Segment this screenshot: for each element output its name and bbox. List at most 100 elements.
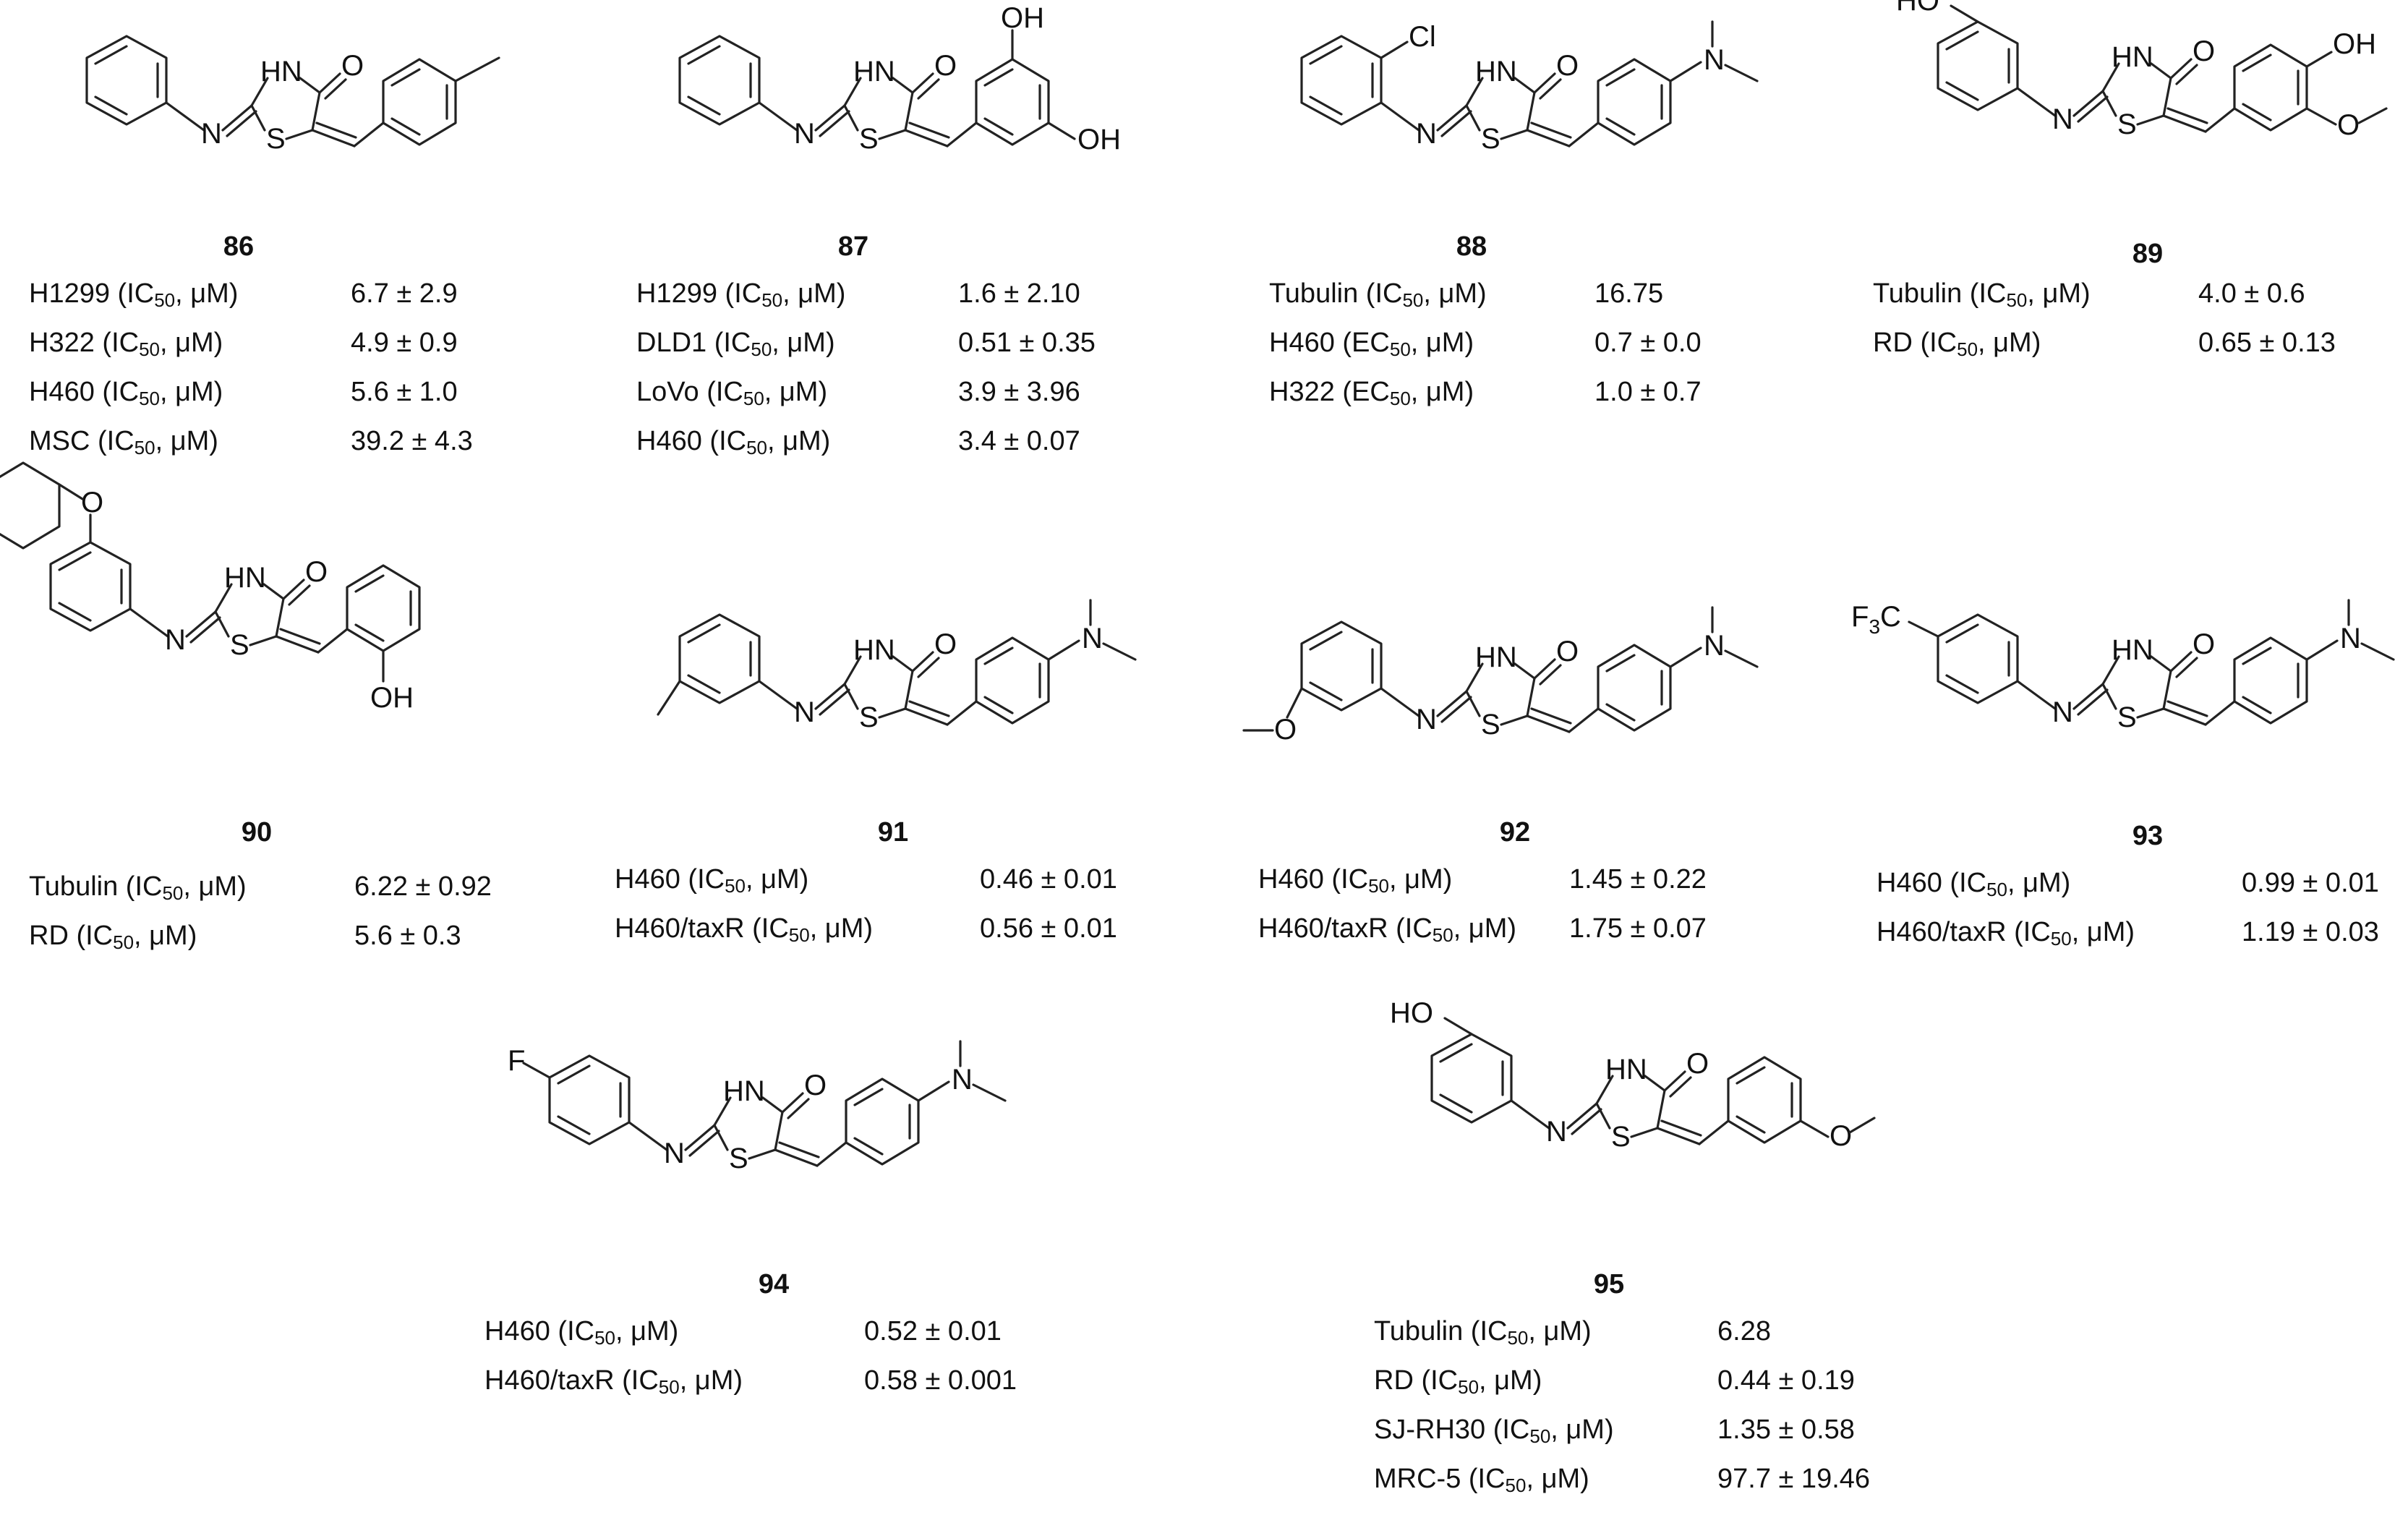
hn-atom: HN (2112, 41, 2153, 73)
metric: IC (1375, 278, 1403, 309)
unit: , μM) (1388, 864, 1453, 895)
metric: IC (734, 278, 762, 309)
hydroxy-atom-left: HO (1390, 997, 1433, 1029)
structure-svg: HN O S N NO (1242, 606, 1759, 746)
unit: , μM) (1526, 1464, 1589, 1494)
activity-value: 4.0 ± 0.6 (2198, 278, 2305, 309)
activity-value: 6.7 ± 2.9 (351, 278, 458, 309)
metric-subscript: 50 (1507, 1327, 1529, 1349)
aniline-ring (1300, 35, 1383, 126)
unit: , μM) (1978, 328, 2041, 358)
structure-svg: HN O S N NCl (1300, 20, 1759, 155)
carbonyl-o-atom: O (1686, 1048, 1709, 1080)
benzylidene-ring (346, 564, 421, 652)
unit: , μM) (134, 921, 197, 951)
sulfur-atom: S (859, 701, 879, 733)
aniline-ring (85, 35, 168, 126)
assay-label: RD (IC50, μM) (1374, 1365, 1542, 1398)
cell-line: Tubulin (1269, 278, 1366, 309)
aniline-ring (548, 1054, 631, 1145)
metric: IC (697, 864, 725, 895)
assay-label: H460 (IC50, μM) (1258, 864, 1453, 897)
assay-label: H460/taxR (IC50, μM) (1258, 913, 1517, 946)
hydroxy-atom: OH (2333, 28, 2376, 60)
activity-value: 1.19 ± 0.03 (2242, 917, 2379, 947)
assay-label: LoVo (IC50, μM) (636, 377, 828, 409)
activity-value: 3.4 ± 0.07 (958, 426, 1080, 456)
metric: IC (631, 1365, 659, 1396)
cell-line: Tubulin (1873, 278, 1970, 309)
imine-n-atom: N (1546, 1116, 1567, 1148)
assay-label: H460 (IC50, μM) (636, 426, 831, 458)
activity-value: 3.9 ± 3.96 (958, 377, 1080, 407)
metric-subscript: 50 (154, 289, 176, 311)
sulfur-atom: S (266, 123, 286, 155)
fluoro-atom: F (508, 1045, 525, 1077)
imine-n-atom: N (1416, 118, 1437, 150)
metric: IC (719, 426, 747, 456)
unit: , μM) (782, 278, 846, 309)
trifluoromethyl-atom: F3C (1851, 601, 1901, 638)
carbonyl-o-atom: O (2193, 35, 2215, 67)
metric: IC (135, 871, 163, 902)
benzylidene-ring (2233, 636, 2308, 725)
activity-value: 1.6 ± 2.10 (958, 278, 1080, 309)
metric-subscript: 50 (761, 289, 783, 311)
activity-value: 6.28 (1717, 1316, 1771, 1347)
activity-value: 0.99 ± 0.01 (2242, 868, 2379, 898)
assay-label: H322 (IC50, μM) (29, 328, 223, 360)
chemical-structure-86: HN O S N (43, 14, 564, 224)
structure-svg: HN O S N OHO (0, 461, 421, 714)
activity-value: 0.44 ± 0.19 (1717, 1365, 1855, 1396)
metric: IC (2023, 917, 2051, 947)
cell-line: Tubulin (1374, 1316, 1471, 1347)
metric: IC (127, 278, 155, 309)
compound-number: 94 (758, 1269, 790, 1300)
unit: , μM) (679, 1365, 743, 1396)
cell-line: H460/taxR (1258, 913, 1388, 944)
dimethylamino-n-atom: N (1704, 630, 1725, 662)
metric-subscript: 50 (594, 1327, 615, 1349)
metric: IC (761, 913, 789, 944)
activity-value: 0.65 ± 0.13 (2198, 328, 2336, 358)
methoxy-o-atom: O (1830, 1120, 1852, 1152)
metric: IC (85, 921, 114, 951)
dimethylamino-n-atom: N (952, 1064, 973, 1096)
metric: IC (1959, 868, 1987, 898)
cell-line: MRC-5 (1374, 1464, 1461, 1494)
cell-line: H322 (1269, 377, 1335, 407)
hn-atom: HN (1475, 56, 1517, 88)
sulfur-atom: S (1481, 123, 1500, 155)
unit: , μM) (1410, 377, 1474, 407)
assay-label: Tubulin (IC50, μM) (1873, 278, 2091, 311)
hn-atom: HN (1475, 641, 1517, 673)
carbonyl-o-atom: O (1556, 636, 1579, 667)
metric-subscript: 50 (1389, 388, 1411, 409)
metric-subscript: 50 (788, 924, 810, 946)
metric-subscript: 50 (1458, 1376, 1480, 1398)
assay-label: H460 (EC50, μM) (1269, 328, 1474, 360)
hydroxy-atom: OH (370, 682, 414, 714)
benzylidene-ring (1597, 58, 1672, 146)
assay-label: H1299 (IC50, μM) (636, 278, 846, 311)
activity-value: 5.6 ± 0.3 (354, 921, 461, 951)
assay-label: RD (IC50, μM) (29, 921, 197, 953)
activity-value: 0.51 ± 0.35 (958, 328, 1096, 358)
hn-atom: HN (2112, 634, 2153, 666)
unit: , μM) (1410, 328, 1474, 358)
activity-value: 0.46 ± 0.01 (980, 864, 1117, 895)
methoxy-o-atom: O (2337, 109, 2360, 141)
unit: , μM) (175, 278, 239, 309)
assay-label: H322 (EC50, μM) (1269, 377, 1474, 409)
hn-atom: HN (853, 56, 895, 88)
compound-number: 92 (1499, 817, 1531, 848)
aniline-ring (1937, 613, 2019, 704)
metric-subscript: 50 (751, 338, 772, 360)
metric: IC (1430, 1365, 1459, 1396)
compound-number: 93 (2132, 821, 2164, 851)
